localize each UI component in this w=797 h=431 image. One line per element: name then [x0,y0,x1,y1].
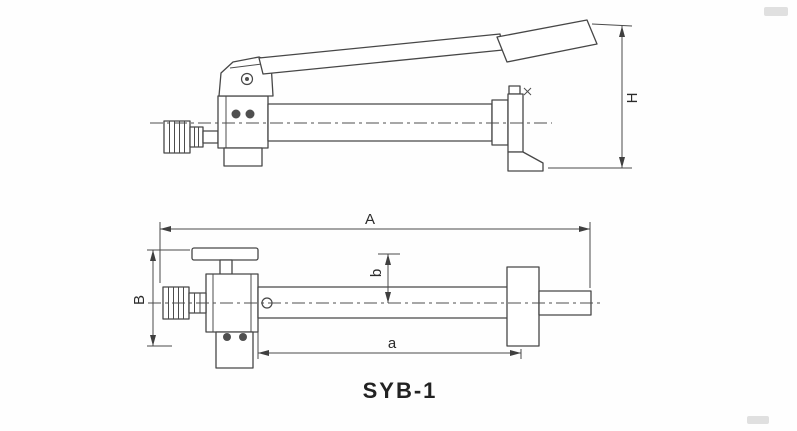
relief-valve [508,85,521,95]
ext-line-top [591,23,633,27]
body-bolt-hole [231,109,241,119]
arrowhead [510,350,521,356]
dimension-b: b [368,253,400,303]
pivot-housing-line [229,63,263,69]
handle-stem [219,259,233,276]
plan-t-handle [191,247,259,276]
dim-label-B: B [131,295,148,305]
arrowhead [579,226,590,232]
dim-label-H: H [624,93,641,104]
coupler-knurled-nut [163,120,191,154]
dimension-A: A [159,211,591,288]
dim-label-A: A [365,211,375,228]
plan-end-block [506,266,540,347]
valve-cross-mark [523,87,532,96]
arrowhead [258,350,269,356]
model-caption: SYB-1 [363,378,438,403]
pivot-pin-center [245,77,249,81]
side-pivot-head [218,56,274,97]
arrowhead [385,254,391,265]
mounting-foot [215,331,254,369]
side-view: H [150,19,641,172]
dimension-B: B [131,249,190,347]
side-coupler-fitting [163,120,219,154]
coupler-collar [189,126,204,148]
handle-lever [258,33,504,75]
dim-label-b: b [368,269,385,277]
dimension-H: H [548,23,641,169]
arrowhead [160,226,171,232]
dim-label-a: a [388,335,397,352]
arrowhead [385,292,391,303]
side-pump-body [217,95,269,167]
foot-bolt-hole [239,333,247,341]
side-support-leg [507,85,544,172]
plan-view: A B b [131,211,600,369]
scan-artifact [764,7,788,16]
plan-pump-body [205,273,259,369]
scan-artifact [747,416,769,424]
body-bolt-hole [245,109,255,119]
pump-body-flange [223,147,263,167]
foot-bracket [507,151,544,172]
dimension-a: a [257,321,522,359]
arrowhead [150,250,156,261]
coupler-nipple [202,130,219,144]
arrowhead [150,335,156,346]
arrowhead [619,26,625,37]
handle-grip [496,19,598,63]
foot-bolt-hole [223,333,231,341]
arrowhead [619,157,625,168]
handle-bar [191,247,259,261]
